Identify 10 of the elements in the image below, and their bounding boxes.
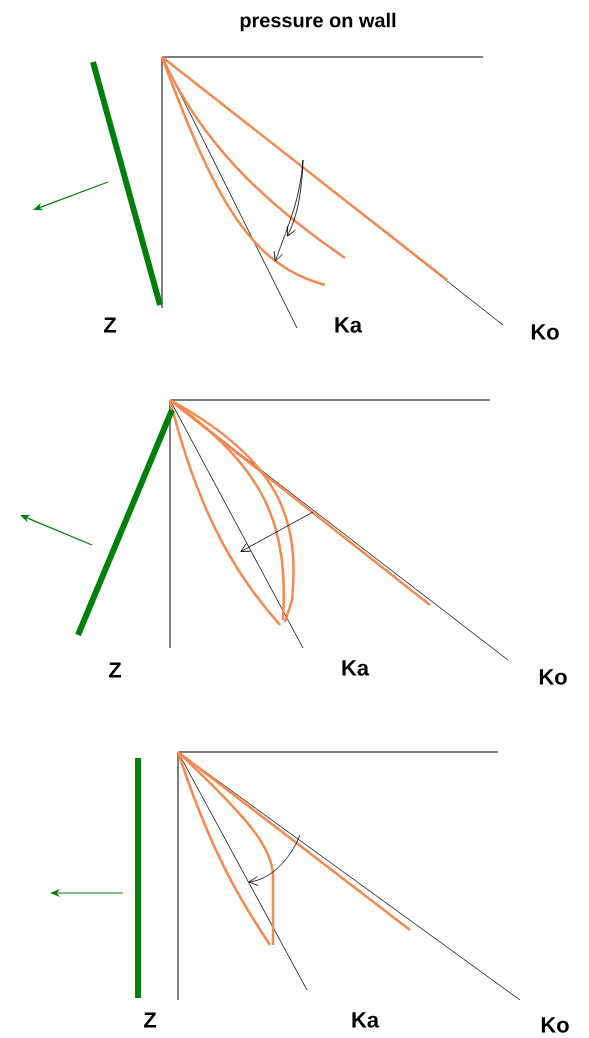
axis-label: Ko xyxy=(531,324,559,340)
axis-label: Ka xyxy=(352,1012,380,1028)
chart-title: pressure on wall xyxy=(240,12,396,32)
axis-label: Ko xyxy=(541,1017,569,1033)
axis-label: Z xyxy=(103,317,117,333)
axis-label: Z xyxy=(108,662,122,678)
axis-label: Ka xyxy=(342,660,370,676)
axis-label: Ka xyxy=(335,317,363,333)
axis-label: Z xyxy=(143,1012,157,1028)
axis-label: Ko xyxy=(539,669,567,685)
